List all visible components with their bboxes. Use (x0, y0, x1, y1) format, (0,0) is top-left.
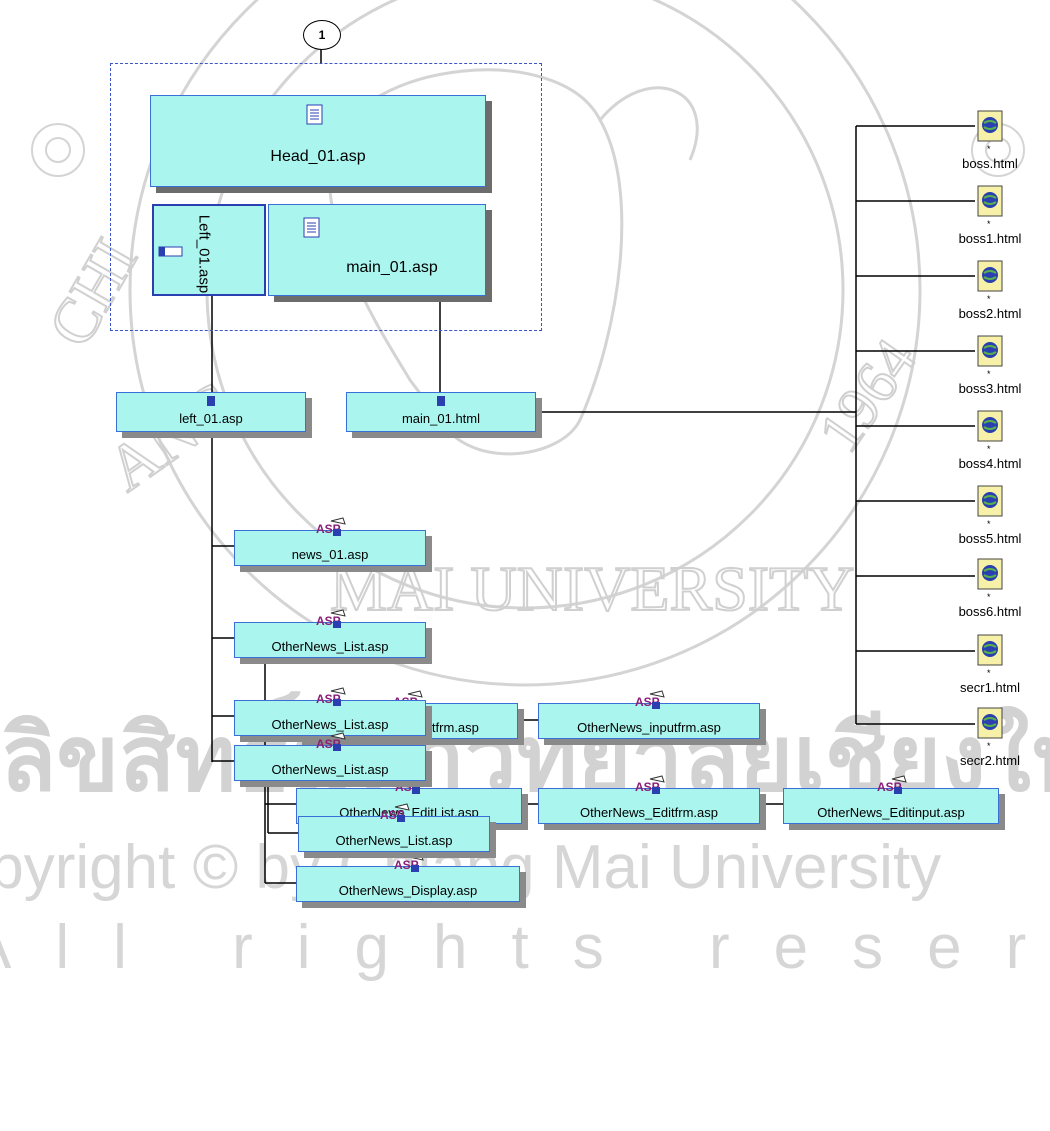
asp-node[interactable]: ASP OtherNews_List.asp (234, 622, 426, 658)
asp-node-label: OtherNews_List.asp (271, 762, 388, 777)
asp-icon: ASP (313, 609, 347, 633)
svg-text:*: * (987, 369, 991, 379)
page-icon (436, 395, 446, 407)
web-page-icon: * (975, 410, 1005, 456)
main-frame[interactable]: main_01.asp (268, 204, 486, 296)
html-file[interactable]: * boss2.html (935, 260, 1045, 321)
left-page-label: left_01.asp (179, 411, 243, 426)
asp-node[interactable]: ASP OtherNews_List.asp (234, 700, 426, 736)
html-file-label: secr1.html (935, 680, 1045, 695)
asp-icon: ASP (313, 687, 347, 711)
html-file-label: secr2.html (935, 753, 1045, 768)
web-page-icon: * (975, 260, 1005, 306)
html-file-label: boss4.html (935, 456, 1045, 471)
asp-node-label: OtherNews_List.asp (271, 717, 388, 732)
asp-icon: ASP (632, 775, 666, 799)
svg-text:*: * (987, 519, 991, 529)
html-file-label: boss5.html (935, 531, 1045, 546)
asp-node-label: OtherNews_Display.asp (339, 883, 477, 898)
frame-icon (158, 246, 184, 258)
web-page-icon: * (975, 707, 1005, 753)
asp-node[interactable]: ASP OtherNews_List.asp (234, 745, 426, 781)
web-page-icon: * (975, 335, 1005, 381)
html-file-label: boss1.html (935, 231, 1045, 246)
html-file[interactable]: * boss4.html (935, 410, 1045, 471)
asp-icon: ASP (313, 732, 347, 756)
main-page-node[interactable]: main_01.html (346, 392, 536, 432)
asp-node-label: OtherNews_inputfrm.asp (577, 720, 721, 735)
web-page-icon: * (975, 485, 1005, 531)
html-file[interactable]: * secr2.html (935, 707, 1045, 768)
asp-node[interactable]: ASP OtherNews_Editfrm.asp (538, 788, 760, 824)
page-icon (206, 395, 216, 407)
asp-node-label: OtherNews_List.asp (271, 639, 388, 654)
asp-node[interactable]: ASP OtherNews_List.asp (298, 816, 490, 852)
head-frame-label: Head_01.asp (151, 148, 485, 166)
svg-text:*: * (987, 741, 991, 751)
asp-node-label: OtherNews_List.asp (335, 833, 452, 848)
html-file[interactable]: * boss5.html (935, 485, 1045, 546)
document-icon (303, 217, 321, 239)
asp-node[interactable]: ASP OtherNews_Editinput.asp (783, 788, 999, 824)
asp-icon: ASP (391, 853, 425, 877)
head-frame[interactable]: Head_01.asp (150, 95, 486, 187)
main-frame-label: main_01.asp (269, 259, 485, 277)
html-file[interactable]: * boss.html (935, 110, 1045, 171)
asp-node[interactable]: ASP OtherNews_Display.asp (296, 866, 520, 902)
web-page-icon: * (975, 634, 1005, 680)
html-file[interactable]: * boss3.html (935, 335, 1045, 396)
asp-node-label: OtherNews_Editfrm.asp (580, 805, 718, 820)
svg-text:*: * (987, 592, 991, 602)
asp-icon: ASP (632, 690, 666, 714)
connector-reference: 1 (303, 20, 341, 50)
html-file-label: boss.html (935, 156, 1045, 171)
left-frame-label: Left_01.asp (196, 215, 213, 293)
asp-node[interactable]: ASP news_01.asp (234, 530, 426, 566)
connector-number: 1 (319, 28, 326, 42)
asp-icon: ASP (377, 803, 411, 827)
svg-text:*: * (987, 668, 991, 678)
web-page-icon: * (975, 558, 1005, 604)
main-page-label: main_01.html (402, 411, 480, 426)
svg-text:*: * (987, 444, 991, 454)
html-file-label: boss3.html (935, 381, 1045, 396)
svg-text:*: * (987, 219, 991, 229)
html-file[interactable]: * secr1.html (935, 634, 1045, 695)
html-file-label: boss6.html (935, 604, 1045, 619)
html-file[interactable]: * boss6.html (935, 558, 1045, 619)
asp-icon: ASP (313, 517, 347, 541)
html-file-label: boss2.html (935, 306, 1045, 321)
svg-text:*: * (987, 294, 991, 304)
left-page-node[interactable]: left_01.asp (116, 392, 306, 432)
web-page-icon: * (975, 110, 1005, 156)
asp-node[interactable]: ASP OtherNews_inputfrm.asp (538, 703, 760, 739)
asp-node-label: news_01.asp (292, 547, 369, 562)
asp-node-label: OtherNews_Editinput.asp (817, 805, 964, 820)
document-icon (306, 104, 324, 126)
web-page-icon: * (975, 185, 1005, 231)
html-file[interactable]: * boss1.html (935, 185, 1045, 246)
svg-text:*: * (987, 144, 991, 154)
asp-icon: ASP (874, 775, 908, 799)
left-frame[interactable]: Left_01.asp (152, 204, 266, 296)
